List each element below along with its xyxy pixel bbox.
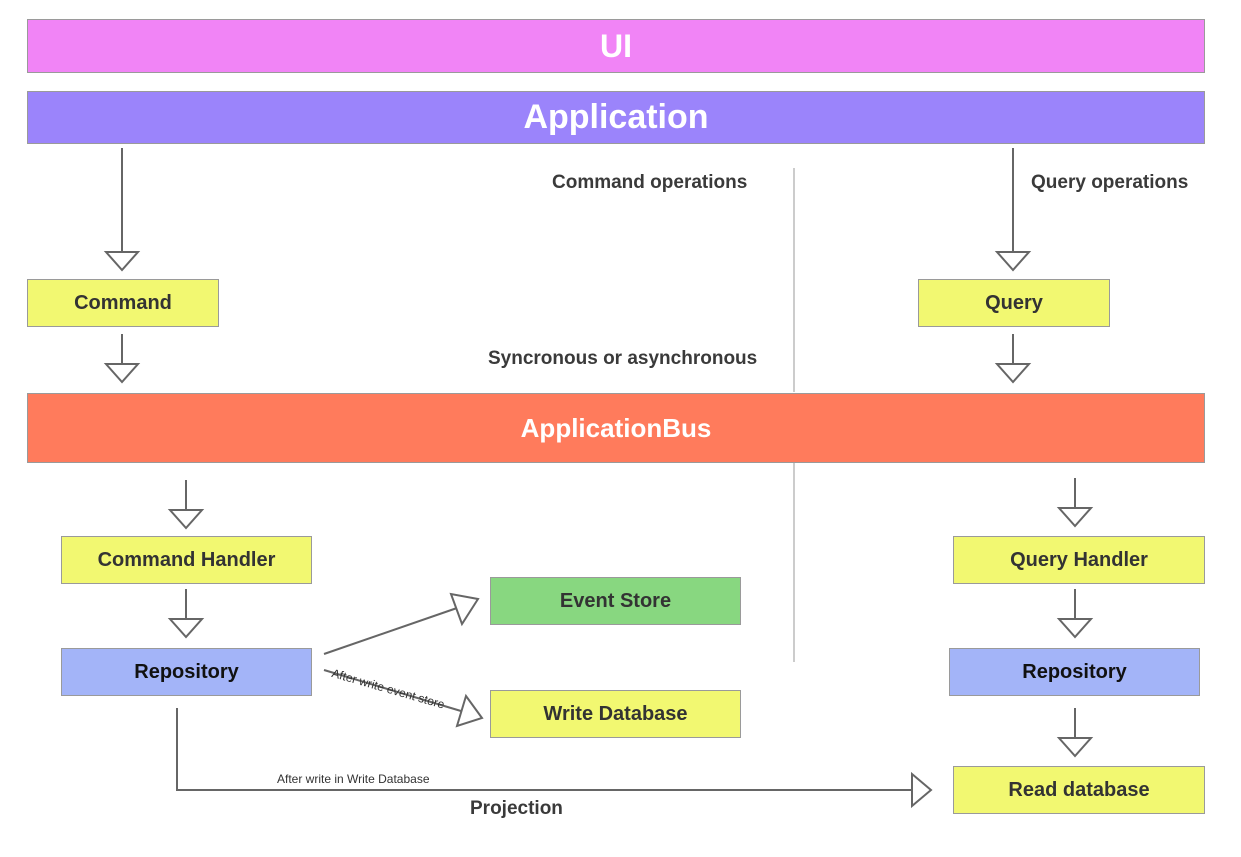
query-node: Query	[918, 279, 1110, 327]
application-bus-layer: ApplicationBus	[27, 393, 1205, 463]
read-database-node: Read database	[953, 766, 1205, 814]
arrow-bus-to-command-handler	[167, 480, 205, 530]
ui-layer: UI	[27, 19, 1205, 73]
arrow-app-to-query	[994, 148, 1032, 272]
query-operations-label: Query operations	[1031, 172, 1189, 193]
arrow-bus-to-query-handler	[1056, 478, 1094, 528]
arrow-repository-to-event-store	[323, 592, 480, 655]
arrow-repository-to-read-database	[1056, 708, 1094, 758]
arrow-command-handler-to-repository	[167, 589, 205, 639]
projection-label: Projection	[470, 798, 563, 819]
event-store-node: Event Store	[490, 577, 741, 625]
arrow-command-to-bus	[103, 334, 141, 384]
repository-node-command: Repository	[61, 648, 312, 696]
after-write-db-label: After write in Write Database	[277, 772, 430, 786]
arrow-query-to-bus	[994, 334, 1032, 384]
arrow-query-handler-to-repository	[1056, 589, 1094, 639]
query-handler-node: Query Handler	[953, 536, 1205, 584]
command-operations-label: Command operations	[552, 172, 748, 193]
arrow-repository-to-write-database	[323, 669, 484, 728]
repository-node-query: Repository	[949, 648, 1200, 696]
arrow-app-to-command	[103, 148, 141, 272]
write-database-node: Write Database	[490, 690, 741, 738]
command-node: Command	[27, 279, 219, 327]
sync-async-label: Syncronous or asynchronous	[488, 348, 758, 369]
command-handler-node: Command Handler	[61, 536, 312, 584]
arrow-projection	[176, 708, 933, 809]
application-layer: Application	[27, 91, 1205, 144]
